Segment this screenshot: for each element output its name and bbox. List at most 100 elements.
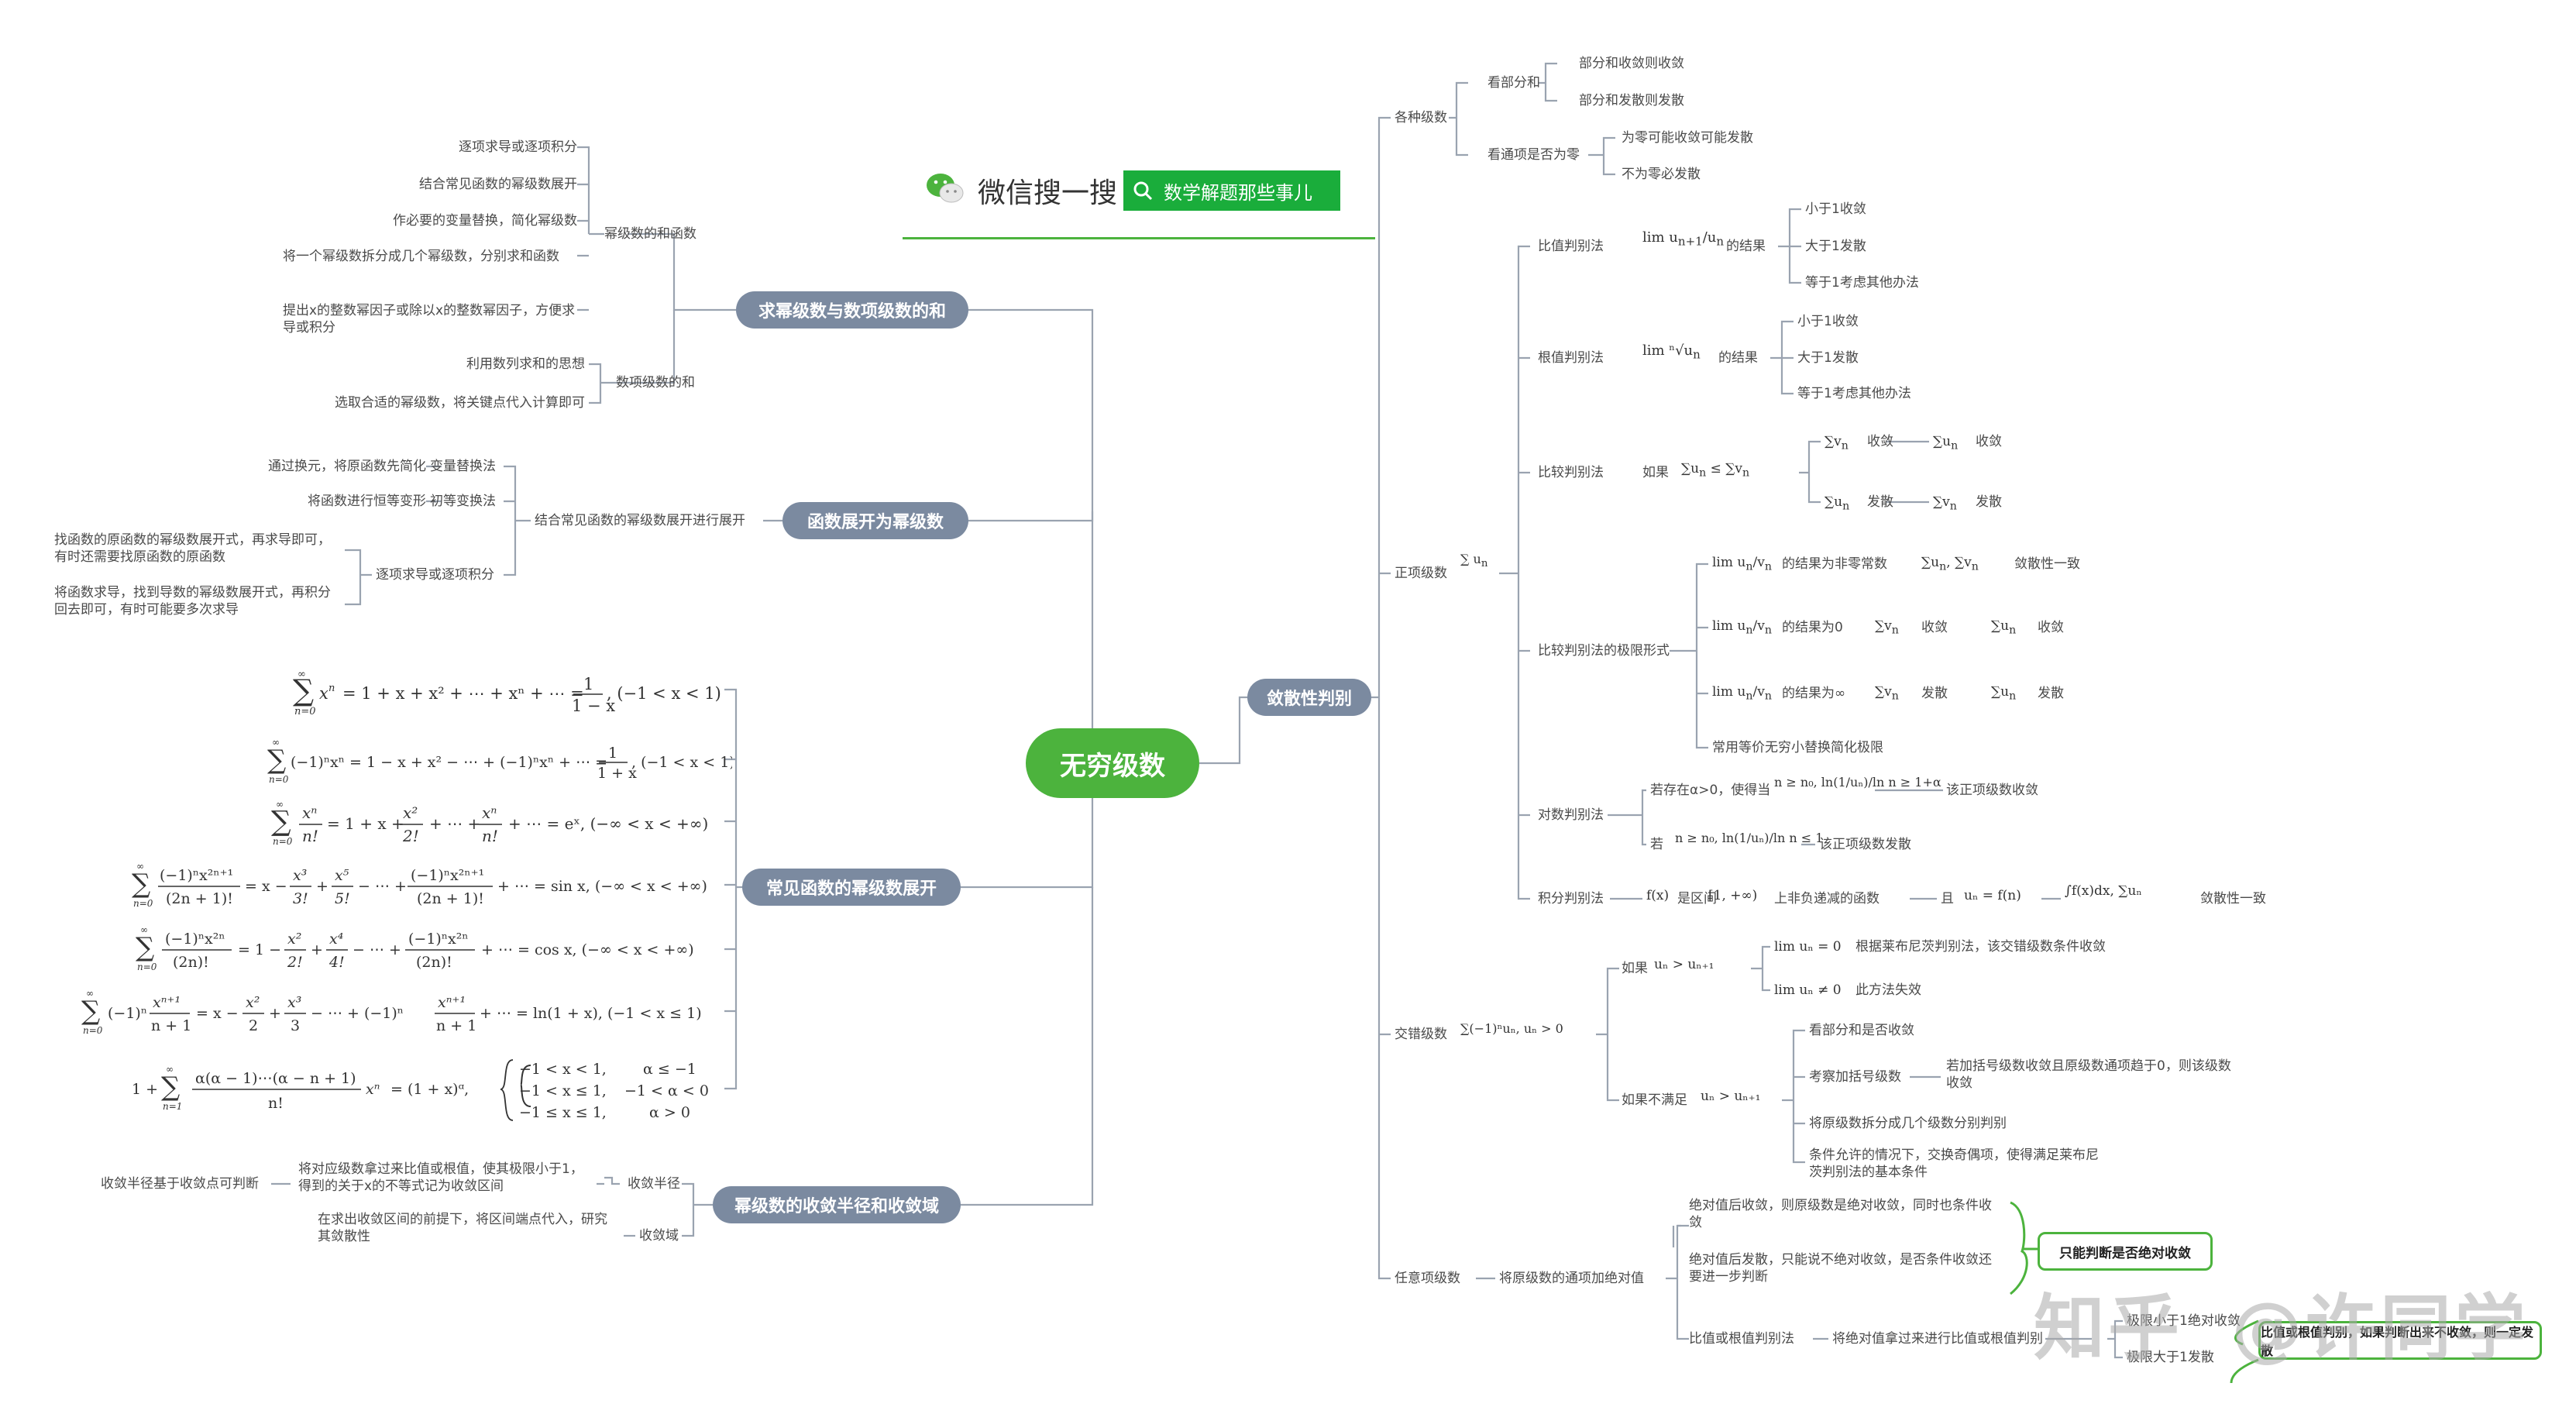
- node-domain: 收敛域: [639, 1228, 679, 1244]
- node-desc: 将绝对值拿过来进行比值或根值判别: [1832, 1331, 2043, 1347]
- svg-text:n=0: n=0: [83, 1025, 103, 1036]
- node-tip: 常用等价无穷小替换简化极限: [1712, 740, 1883, 755]
- svg-text:x: x: [319, 684, 328, 703]
- svg-text:n!: n!: [302, 827, 318, 845]
- node-div: 发散: [2038, 686, 2064, 701]
- node-conv: 收敛: [1976, 434, 2002, 449]
- svg-text:1 +: 1 +: [132, 1081, 158, 1098]
- svg-text:n!: n!: [268, 1095, 284, 1112]
- topic-common-expansions[interactable]: 常见函数的幂级数展开: [742, 869, 961, 906]
- node-item: 看部分和是否收敛: [1809, 1023, 1914, 1038]
- node-desc: 将对应级数拿过来比值或根值，使其极限小于1，得到的关于x的不等式记为收敛区间: [298, 1161, 583, 1194]
- node-if-not: 如果不满足: [1622, 1092, 1687, 1108]
- formula-alternating-geometric: ∑∞n=0 (−1)ⁿxⁿ = 1 − x + x² − ⋯ + (−1)ⁿxⁿ…: [267, 737, 735, 788]
- root-node[interactable]: 无穷级数: [1026, 728, 1199, 798]
- search-icon: [1133, 181, 1153, 201]
- node-desc: 收敛半径基于收敛点可判断: [101, 1176, 259, 1192]
- svg-text:1: 1: [583, 675, 593, 693]
- svg-text:x²: x²: [403, 803, 418, 822]
- node-item: 提出x的整数幂因子或除以x的整数幂因子，方便求导或积分: [283, 303, 576, 335]
- svg-text:+: +: [269, 1005, 281, 1022]
- node-text: 是区间: [1677, 891, 1717, 907]
- math-decreasing: uₙ > uₙ₊₁: [1701, 1089, 1761, 1104]
- node-integral-test: 积分判别法: [1538, 891, 1604, 907]
- math-decreasing: uₙ > uₙ₊₁: [1654, 957, 1714, 972]
- search-box[interactable]: 数学解题那些事儿: [1123, 170, 1340, 211]
- watermark-author: @许同学: [2231, 1287, 2530, 1370]
- topic-radius-domain[interactable]: 幂级数的收敛半径和收敛域: [713, 1186, 961, 1223]
- svg-text:α > 0: α > 0: [649, 1104, 690, 1121]
- svg-text:(−1)ⁿx²ⁿ: (−1)ⁿx²ⁿ: [408, 931, 469, 948]
- svg-text:∑: ∑: [136, 932, 154, 963]
- node-desc: 绝对值后收敛，则原级数是绝对收敛，同时也条件收敛: [1689, 1198, 1992, 1230]
- node-alternating-series: 交错级数: [1395, 1027, 1447, 1042]
- node-item: 极限小于1绝对收敛: [2127, 1313, 2241, 1329]
- svg-text:∞: ∞: [276, 799, 284, 810]
- math-fx: f(x): [1646, 888, 1670, 903]
- key-point-divergence: 比值或根值判别，如果判断出来不收敛，则一定发散: [2258, 1321, 2542, 1360]
- node-desc: 若加括号级数收敛且原级数通项趋于0，则该级数收敛: [1946, 1058, 2231, 1091]
- svg-text:−1 < x ≤ 1,: −1 < x ≤ 1,: [519, 1082, 607, 1099]
- node-partial-sum: 看部分和: [1487, 75, 1540, 91]
- svg-text:−1 < x < 1,: −1 < x < 1,: [519, 1061, 607, 1078]
- svg-text:2!: 2!: [402, 827, 419, 845]
- node-item: 极限大于1发散: [2127, 1350, 2214, 1365]
- svg-text:∞: ∞: [297, 669, 306, 680]
- math-lim-zero: lim uₙ = 0: [1774, 939, 1842, 955]
- svg-text:n=0: n=0: [133, 898, 153, 909]
- node-conv: 收敛: [1921, 620, 1948, 635]
- search-label: 数学解题那些事儿: [1164, 181, 1312, 204]
- node-conv: 收敛: [1867, 434, 1893, 449]
- svg-text:∑: ∑: [132, 869, 150, 900]
- node-result: 的结果为非零常数: [1782, 556, 1887, 572]
- math-lim-ratio: lim un/vn: [1712, 618, 1772, 637]
- node-item: 条件允许的情况下，交换奇偶项，使得满足莱布尼茨判别法的基本条件: [1809, 1147, 2099, 1180]
- node-text: 该正项级数发散: [1819, 837, 1911, 852]
- math-un: ∑un: [1933, 434, 1959, 452]
- svg-text:xⁿ⁺¹: xⁿ⁺¹: [153, 994, 181, 1011]
- math-un-le-vn: ∑un ≤ ∑vn: [1681, 461, 1750, 480]
- node-item: 大于1发散: [1805, 239, 1866, 254]
- node-item: 部分和收敛则收敛: [1579, 56, 1684, 71]
- node-item: 等于1考虑其他办法: [1797, 386, 1911, 401]
- math-root: lim ⁿ√un: [1642, 342, 1701, 362]
- svg-text:2!: 2!: [287, 954, 303, 971]
- math-un-fn: uₙ = f(n): [1964, 888, 2021, 903]
- math-lim-nonzero: lim uₙ ≠ 0: [1774, 982, 1842, 998]
- node-result: 的结果为0: [1782, 620, 1843, 635]
- node-text: 根据莱布尼茨判别法，该交错级数条件收敛: [1855, 939, 2106, 955]
- svg-text:x⁴: x⁴: [329, 931, 343, 948]
- svg-text:∞: ∞: [140, 924, 148, 935]
- node-positive-series: 正项级数: [1395, 566, 1447, 581]
- node-ratio-root: 比值或根值判别法: [1689, 1331, 1794, 1347]
- node-result: 的结果为∞: [1782, 686, 1846, 701]
- node-text: 该正项级数收敛: [1946, 783, 2038, 798]
- node-substitution: 变量替换法: [430, 459, 496, 474]
- node-abs: 将原级数的通项加绝对值: [1499, 1271, 1644, 1286]
- formula-binomial: 1 +∑∞n=1 α(α − 1)⋯(α − n + 1)n! xⁿ= (1 +…: [132, 1054, 728, 1127]
- svg-text:(−1)ⁿ: (−1)ⁿ: [108, 1005, 147, 1022]
- math-alt-sum: ∑(−1)ⁿuₙ, uₙ > 0: [1460, 1021, 1563, 1036]
- math-lim-ratio: lim un/vn: [1712, 555, 1772, 573]
- svg-text:(2n)!: (2n)!: [173, 954, 209, 971]
- node-item: 利用数列求和的思想: [466, 356, 585, 372]
- node-conv: 收敛: [2038, 620, 2064, 635]
- svg-text:α ≤ −1: α ≤ −1: [643, 1061, 696, 1078]
- node-desc: 找函数的原函数的幂级数展开式，再求导即可，有时还需要找原函数的原函数: [54, 532, 331, 565]
- svg-text:= 1 + x +: = 1 + x +: [327, 814, 404, 833]
- svg-text:∑: ∑: [81, 996, 100, 1027]
- node-elementary: 初等变换法: [430, 494, 496, 509]
- node-radius: 收敛半径: [628, 1176, 680, 1192]
- node-desc: 通过换元，将原函数先简化: [268, 459, 426, 474]
- svg-text:= 1 −: = 1 −: [238, 941, 281, 958]
- svg-text:x³: x³: [293, 867, 307, 884]
- topic-expand-to-power-series[interactable]: 函数展开为幂级数: [782, 502, 968, 539]
- node-expand-main: 结合常见函数的幂级数展开进行展开: [535, 513, 745, 528]
- math-vn: ∑vn: [1875, 684, 1899, 703]
- svg-text:+ ⋯ = sin x, (−∞ < x < +∞): + ⋯ = sin x, (−∞ < x < +∞): [497, 878, 707, 895]
- topic-convergence-test[interactable]: 敛散性判别: [1247, 679, 1371, 716]
- topic-sum-of-series[interactable]: 求幂级数与数项级数的和: [736, 291, 968, 329]
- svg-text:− ⋯ +: − ⋯ +: [353, 941, 401, 958]
- math-vn: ∑vn: [1933, 494, 1957, 513]
